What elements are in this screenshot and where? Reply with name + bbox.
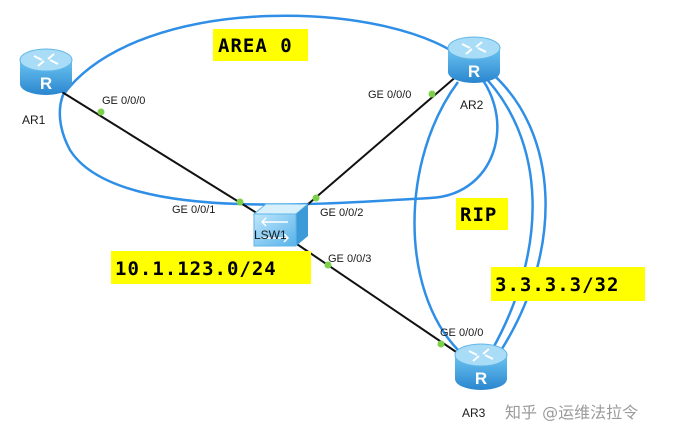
port-label-ar2-ge: GE 0/0/0 <box>368 89 411 101</box>
port-dot-ar3 <box>437 340 445 348</box>
link-ar1-lsw1 <box>61 91 269 221</box>
rip-label: RIP <box>456 198 508 230</box>
router-ar2[interactable]: R <box>447 36 501 83</box>
port-label-lsw1-ge3: GE 0/0/3 <box>328 253 371 265</box>
port-label-ar1-ge: GE 0/0/0 <box>102 95 145 107</box>
svg-text:RIP: RIP <box>460 204 497 226</box>
router-glyph: R <box>468 62 480 81</box>
port-dot-lsw1-ge2 <box>312 194 320 202</box>
loopback-label: 3.3.3.3/32 <box>491 267 645 301</box>
router-ar3[interactable]: R <box>454 343 508 390</box>
router-glyph: R <box>475 369 487 388</box>
svg-text:3.3.3.3/32: 3.3.3.3/32 <box>495 274 619 296</box>
switch-icon <box>252 203 310 247</box>
rip-boundary-inner <box>479 71 534 351</box>
switch-lsw1[interactable]: LSW1 <box>252 203 310 247</box>
device-label-ar3: AR3 <box>462 406 486 420</box>
area-label: AREA 0 <box>213 29 308 61</box>
device-label-ar1: AR1 <box>22 113 46 127</box>
router-ar1[interactable]: R <box>19 48 73 95</box>
port-dot-lsw1-ge1 <box>236 198 244 206</box>
port-label-lsw1-ge2: GE 0/0/2 <box>320 207 363 219</box>
watermark: 知乎 @运维法拉令 <box>505 403 638 422</box>
port-dot-ar1 <box>97 108 105 116</box>
router-icon: R <box>447 36 501 83</box>
router-glyph: R <box>40 74 52 93</box>
link-lsw1-ar3 <box>284 235 469 361</box>
subnet-label: 10.1.123.0/24 <box>111 251 311 284</box>
area0-boundary <box>58 14 499 206</box>
svg-text:AREA 0: AREA 0 <box>218 35 293 57</box>
device-label-ar2: AR2 <box>460 98 484 112</box>
router-icon: R <box>454 343 508 390</box>
port-label-ar3-ge: GE 0/0/0 <box>440 327 483 339</box>
svg-text:10.1.123.0/24: 10.1.123.0/24 <box>115 258 277 280</box>
rip-boundary <box>413 69 547 353</box>
router-icon: R <box>19 48 73 95</box>
port-dot-ar2 <box>428 90 436 98</box>
port-dot-lsw1-ge3 <box>324 261 332 269</box>
device-label-lsw1: LSW1 <box>254 228 287 242</box>
link-ar2-lsw1 <box>291 74 459 219</box>
port-label-lsw1-ge1: GE 0/0/1 <box>172 204 215 216</box>
